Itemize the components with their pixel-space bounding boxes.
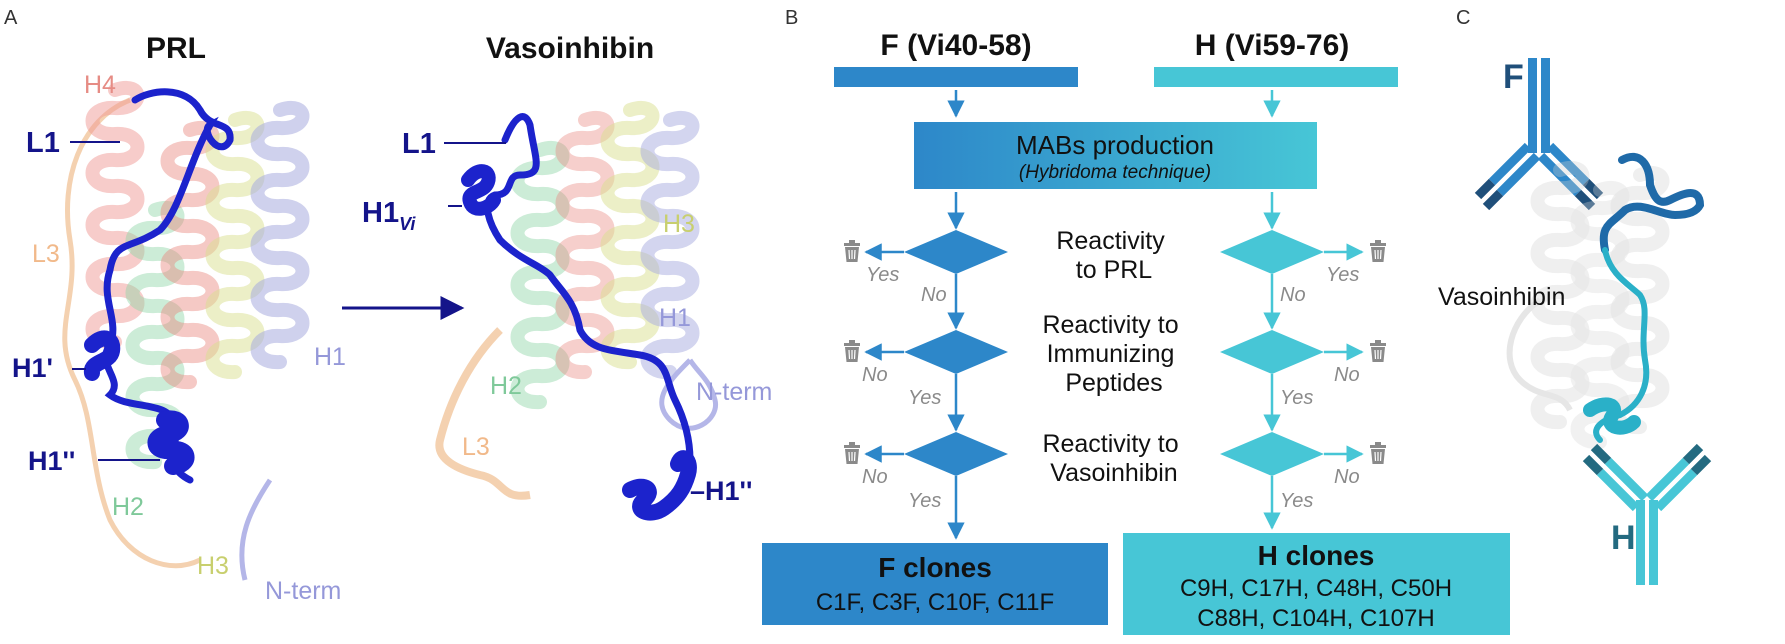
f-clones-title: F clones — [878, 552, 992, 583]
h-no-side-label-3: No — [1334, 466, 1360, 488]
vaso-nterm-loop — [659, 358, 718, 431]
vasoinhibin-title: Vasoinhibin — [486, 32, 654, 65]
vaso-structure — [435, 108, 718, 521]
vasoinhibin-label-c: Vasoinhibin — [1438, 283, 1565, 311]
prl-ribbon-l1 — [102, 88, 234, 484]
h-peptide-title: H (Vi59-76) — [1195, 29, 1350, 62]
prl-structure — [62, 88, 303, 581]
vaso-helix-h1pp — [622, 450, 697, 521]
h-yes-down-label-2: Yes — [1280, 387, 1313, 409]
prl-helix-h1p — [84, 330, 121, 381]
prl-helix-h1pp — [147, 410, 195, 475]
vaso-helix-h1vi — [461, 164, 501, 216]
vaso-label-h3: H3 — [663, 210, 695, 238]
h-antibody-icon — [1582, 443, 1712, 585]
f-no-side-label-3: No — [862, 466, 888, 488]
f-clones-box — [762, 543, 1108, 625]
h-peptide-bar — [1154, 67, 1398, 87]
prl-label-h4: H4 — [84, 71, 116, 99]
panel-b: B F (Vi40-58) H (Vi59-76) MABs productio… — [762, 7, 1510, 635]
vaso-label-l3: L3 — [462, 433, 490, 461]
f-yes-down-label-3: Yes — [908, 490, 941, 512]
vaso-helix-h-cyan — [1583, 397, 1641, 435]
f-yes-down-label-2: Yes — [908, 387, 941, 409]
question-1: Reactivity to PRL — [1056, 227, 1171, 284]
f-decision-2 — [904, 330, 1008, 374]
panel-a-letter: A — [4, 7, 18, 29]
vaso-label-h1: H1 — [659, 304, 691, 332]
mabs-production-title: MABs production — [1016, 130, 1214, 160]
f-trash-icon-1 — [843, 239, 861, 263]
h-trash-icon-2 — [1369, 339, 1387, 363]
prl-label-l3: L3 — [32, 240, 60, 268]
f-trash-icon-2 — [843, 339, 861, 363]
prl-label-l1: L1 — [26, 127, 60, 159]
question-2: Reactivity to Immunizing Peptides — [1042, 311, 1185, 397]
f-antibody-label: F — [1503, 58, 1524, 96]
h-decision-2 — [1220, 330, 1324, 374]
panel-b-letter: B — [785, 7, 798, 29]
h-no-side-label-2: No — [1334, 364, 1360, 386]
h-yes-down-label-3: Yes — [1280, 490, 1313, 512]
h-clones-line-1: C9H, C17H, C48H, C50H — [1180, 575, 1452, 602]
f-yes-label-1: Yes — [866, 264, 899, 286]
prl-label-h1p: H1' — [12, 353, 53, 383]
h-clones-title: H clones — [1258, 540, 1375, 571]
h-decision-3 — [1220, 432, 1324, 476]
h-no-label-1: No — [1280, 284, 1306, 306]
vaso-label-h2: H2 — [490, 372, 522, 400]
h-decision-1 — [1220, 230, 1324, 274]
mabs-production-sub: (Hybridoma technique) — [1019, 162, 1211, 183]
question-3: Reactivity to Vasoinhibin — [1042, 430, 1185, 487]
h-antibody-label: H — [1611, 519, 1636, 557]
f-no-side-label-2: No — [862, 364, 888, 386]
vaso-label-h1vi: H1Vi — [362, 197, 416, 234]
f-clones-list: C1F, C3F, C10F, C11F — [816, 589, 1054, 616]
h-trash-icon-3 — [1369, 441, 1387, 465]
prl-title: PRL — [146, 32, 206, 65]
f-decision-3 — [904, 432, 1008, 476]
prl-loop-l3 — [62, 97, 202, 569]
panel-c: C F Vasoinhibin — [1438, 7, 1712, 585]
prl-label-h2: H2 — [112, 493, 144, 521]
prl-nterm-tail — [239, 478, 273, 581]
vaso-antigen-ribbon-f — [1599, 152, 1705, 254]
h-clones-line-2: C88H, C104H, C107H — [1197, 605, 1434, 632]
prl-helix-h1 — [258, 108, 303, 362]
f-peptide-title: F (Vi40-58) — [880, 29, 1031, 62]
f-no-label-1: No — [921, 284, 947, 306]
vaso-gray-structure — [1506, 168, 1663, 442]
mabs-production-box — [914, 122, 1317, 189]
h-clones-box — [1123, 533, 1510, 635]
f-decision-1 — [904, 230, 1008, 274]
vaso-ribbon-l1 — [483, 113, 694, 464]
panel-c-letter: C — [1456, 7, 1470, 29]
vaso-loop-l3 — [435, 327, 531, 500]
h-yes-label-1: Yes — [1326, 264, 1359, 286]
vaso-label-h1pp: –H1'' — [690, 476, 752, 506]
prl-label-h3: H3 — [197, 552, 229, 580]
vaso-label-l1: L1 — [402, 128, 436, 160]
prl-label-h1: H1 — [314, 343, 346, 371]
vaso-helix-h2 — [518, 148, 563, 402]
h-trash-icon-1 — [1369, 239, 1387, 263]
panel-a: A PRL Vasoinhibin H4 L1 L3 H1' H1 H1'' H… — [4, 7, 772, 605]
f-peptide-bar — [834, 67, 1078, 87]
prl-label-nterm: N-term — [265, 577, 341, 605]
prl-label-h1pp: H1'' — [28, 446, 75, 476]
vaso-label-nterm: N-term — [696, 378, 772, 406]
f-trash-icon-3 — [843, 441, 861, 465]
